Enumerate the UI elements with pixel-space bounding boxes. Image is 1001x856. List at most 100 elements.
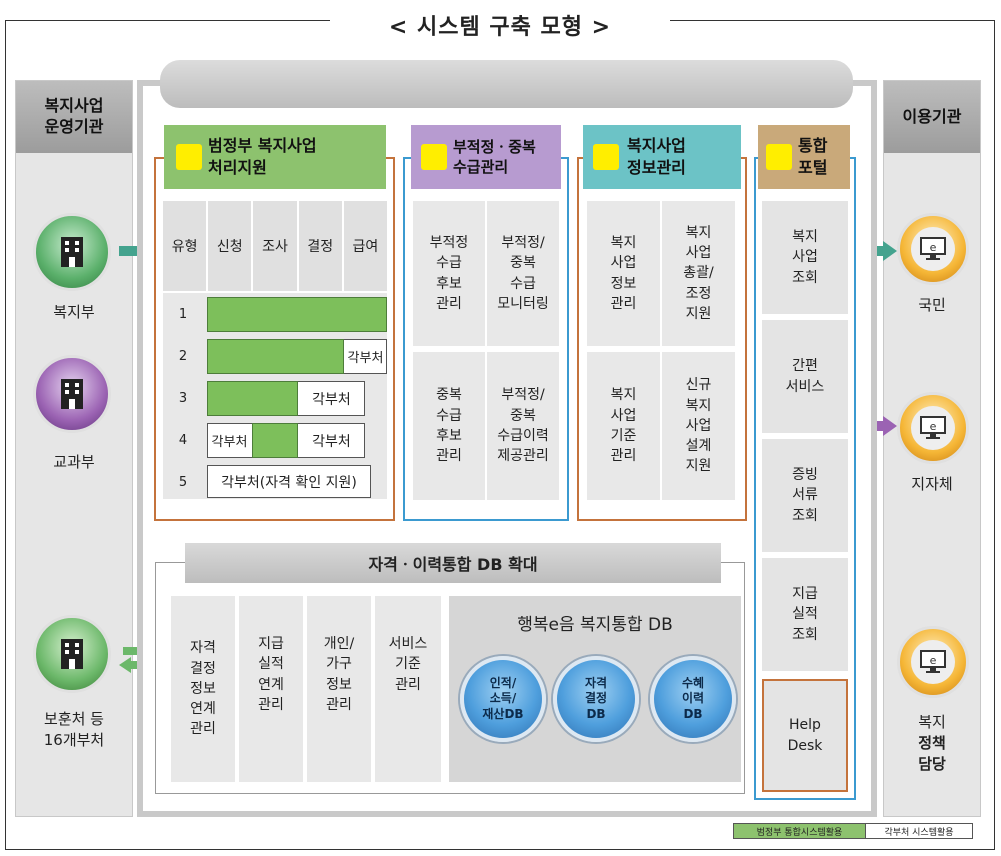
text-line: 중복 <box>436 387 462 404</box>
text-line: 복지 <box>685 397 712 414</box>
user-label-policy-line2: 정책 <box>918 733 946 752</box>
section-portal-header: 통합 포털 <box>758 125 850 189</box>
text-line: 실적 <box>258 656 284 673</box>
text-line: 관리 <box>395 676 421 693</box>
row-3-text: 각부처 <box>312 391 351 408</box>
user-label-local-gov: 지자체 <box>911 474 953 493</box>
section-portal-title-line1: 통합 <box>798 136 828 156</box>
text-line: 기준 <box>610 428 637 444</box>
org-label-education: 교과부 <box>53 452 95 471</box>
col-header-benefit: 급여 <box>343 201 388 291</box>
user-label-policy: 복지 정책 담당 <box>883 708 981 778</box>
text-line: 복지 <box>610 234 637 251</box>
text-line: DB <box>683 706 703 721</box>
text-line: 조정 <box>685 285 712 302</box>
user-label-citizens: 국민 <box>918 295 946 314</box>
section-fraud-title-line2: 수급관리 <box>453 158 509 176</box>
db-circle-personal: 인적/소득/재산DB <box>460 656 546 742</box>
org-icon-education <box>33 355 111 433</box>
svg-text:e: e <box>930 420 937 433</box>
col-header-apply: 신청 <box>208 201 252 291</box>
text-line: 부적정/ <box>501 234 545 251</box>
left-column: 복지사업 운영기관 <box>15 80 133 817</box>
text-line: 사업 <box>685 245 712 262</box>
org-icon-veterans <box>33 615 111 693</box>
monitor-icon: e <box>920 650 946 673</box>
section-portal-title: 통합 포털 <box>798 135 827 178</box>
page-title: < 시스템 구축 모형 > <box>388 15 612 40</box>
legend-white: 각부처 시스템활용 <box>866 824 972 838</box>
text-line: 관리 <box>610 295 637 312</box>
section-info-title: 복지사업 정보관리 <box>627 135 686 178</box>
row-number: 2 <box>178 348 188 364</box>
col-header-investigate: 조사 <box>253 201 297 291</box>
text-line: 지원 <box>685 305 712 322</box>
org-label-welfare: 복지부 <box>53 302 95 321</box>
text-line: 복지 <box>792 229 818 246</box>
text-line: 관리 <box>258 696 284 713</box>
row-number: 4 <box>178 432 188 448</box>
text-line: 관리 <box>436 448 462 465</box>
text-line: 결정 <box>190 660 216 677</box>
col-header-decide: 결정 <box>298 201 342 291</box>
text-line: 후보 <box>436 428 462 444</box>
text-line: 연계 <box>190 701 216 718</box>
db-section-header: 자격ㆍ이력통합 DB 확대 <box>185 543 721 583</box>
section-info-header: 복지사업 정보관리 <box>583 125 741 189</box>
legend-green: 범정부 통합시스템활용 <box>734 824 866 838</box>
monitor-icon: e <box>920 237 946 260</box>
org-label-veterans-line1: 보훈처 등 <box>44 710 104 728</box>
text-line: 수혜 <box>681 675 705 690</box>
text-line: 소득/ <box>489 691 517 706</box>
section-info-title-line2: 정보관리 <box>627 158 686 177</box>
text-line: 사업 <box>610 407 637 424</box>
row-4-text-left: 각부처 <box>211 435 248 450</box>
row-2-text: 각부처 <box>347 351 384 366</box>
user-label-policy-line1: 복지 <box>918 712 946 731</box>
text-line: 개인/ <box>323 636 355 652</box>
left-column-header: 복지사업 운영기관 <box>16 81 132 153</box>
row-4-text-right: 각부처 <box>312 433 351 450</box>
text-line: 제공관리 <box>497 448 549 465</box>
row-4-bar <box>252 423 298 458</box>
text-line: 서류 <box>792 487 818 504</box>
row-5-text: 각부처(자격 확인 지원) <box>207 465 371 498</box>
text-line: 중복 <box>510 255 536 272</box>
text-line: 기준 <box>395 656 421 673</box>
text-line: Desk <box>787 737 823 754</box>
building-icon <box>61 379 83 409</box>
text-line: 재산DB <box>482 706 524 721</box>
row-number: 5 <box>178 474 188 490</box>
text-line: 지원 <box>685 458 712 475</box>
text-line: 사업 <box>610 255 637 272</box>
section-gov-welfare-title-line2: 처리지원 <box>208 158 267 177</box>
org-icon-welfare <box>33 213 111 291</box>
text-line: 정보 <box>190 680 216 697</box>
section-portal-title-line2: 포털 <box>798 158 828 177</box>
yellow-marker-icon <box>421 144 447 170</box>
user-icon-policy: e <box>897 626 969 698</box>
text-line: 관리 <box>610 448 637 465</box>
text-line: 자격 <box>190 640 216 657</box>
text-line: 정보 <box>326 676 352 693</box>
building-icon <box>61 237 83 267</box>
text-line: 수급 <box>436 407 462 424</box>
left-header-line2: 운영기관 <box>44 117 104 136</box>
text-line: DB <box>586 706 606 721</box>
text-line: 모니터링 <box>497 295 549 312</box>
text-line: 연계 <box>258 676 284 693</box>
text-line: 증빙 <box>792 467 818 484</box>
building-icon <box>61 639 83 669</box>
row-1-bar <box>207 297 387 332</box>
text-line: 관리 <box>190 721 216 738</box>
text-line: 관리 <box>326 696 352 713</box>
